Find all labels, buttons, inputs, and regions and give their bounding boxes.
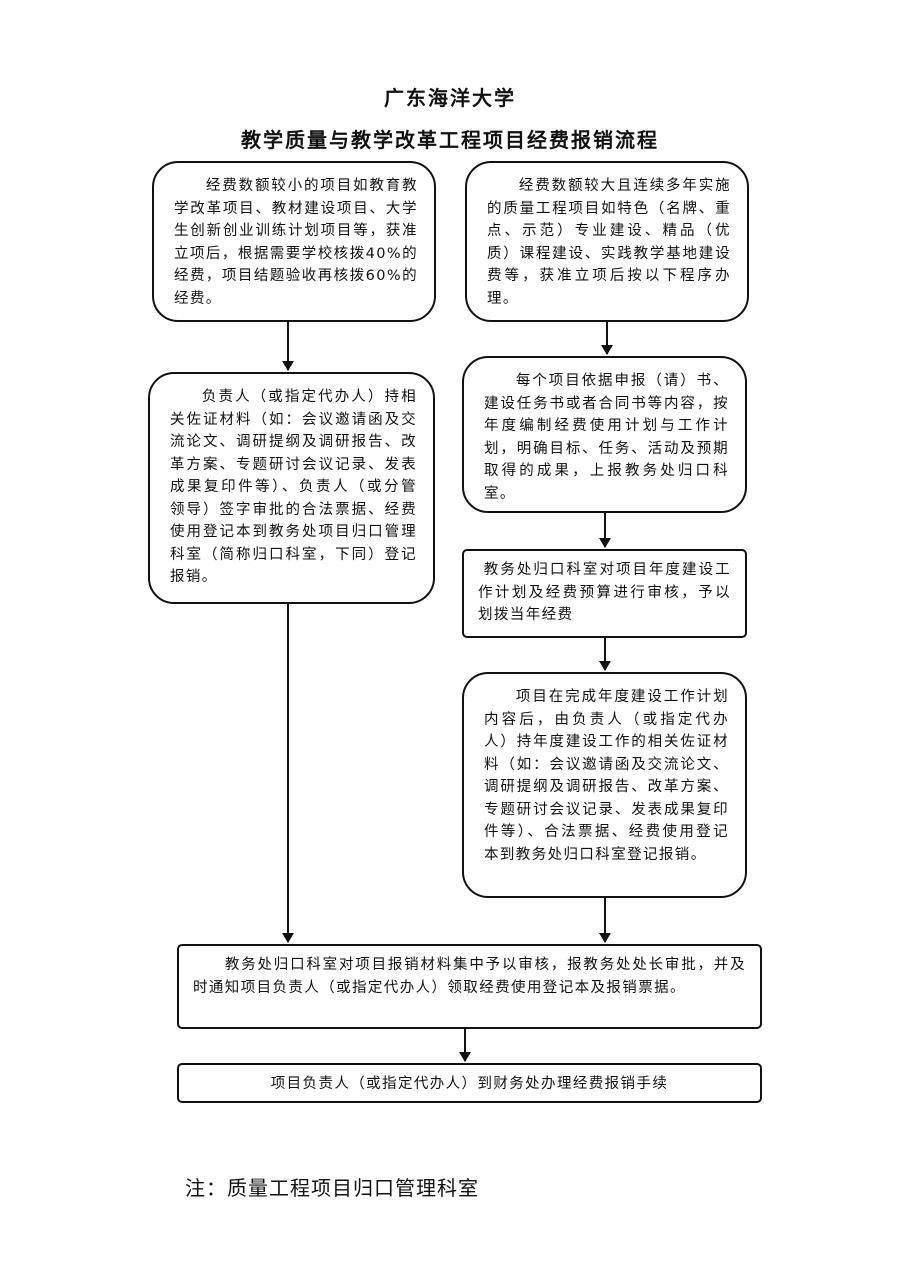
finance-text: 项目负责人（或指定代办人）到财务处办理经费报销手续 [270,1076,669,1092]
small-fund-text: 经费数额较小的项目如教育教学改革项目、教材建设项目、大学生创新创业训练计划项目等… [174,178,418,307]
office-review-box: 教务处归口科室对项目年度建设工作计划及经费预算进行审核，予以划拨当年经费 [462,549,747,638]
footnote: 注：质量工程项目归口管理科室 [185,1176,479,1200]
annual-submit-text: 项目在完成年度建设工作计划内容后，由负责人（或指定代办人）持年度建设工作的相关佐… [484,689,729,863]
central-review-box: 教务处归口科室对项目报销材料集中予以审核，报教务处处长审批，并及时通知项目负责人… [177,944,762,1029]
annual-submit-box: 项目在完成年度建设工作计划内容后，由负责人（或指定代办人）持年度建设工作的相关佐… [462,672,747,898]
office-review-text: 教务处归口科室对项目年度建设工作计划及经费预算进行审核，予以划拨当年经费 [478,562,731,623]
finance-box: 项目负责人（或指定代办人）到财务处办理经费报销手续 [177,1063,762,1103]
page-title: 教学质量与教学改革工程项目经费报销流程 [241,128,659,152]
left-submit-text: 负责人（或指定代办人）持相关佐证材料（如：会议邀请函及交流论文、调研提纲及调研报… [170,389,417,585]
central-review-text: 教务处归口科室对项目报销材料集中予以审核，报教务处处长审批，并及时通知项目负责人… [193,957,746,996]
small-fund-box: 经费数额较小的项目如教育教学改革项目、教材建设项目、大学生创新创业训练计划项目等… [152,161,436,322]
university-name: 广东海洋大学 [384,86,516,110]
left-submit-box: 负责人（或指定代办人）持相关佐证材料（如：会议邀请函及交流论文、调研提纲及调研报… [148,372,435,604]
annual-plan-box: 每个项目依据申报（请）书、建设任务书或者合同书等内容，按年度编制经费使用计划与工… [462,356,747,513]
large-fund-text: 经费数额较大且连续多年实施的质量工程项目如特色（名牌、重点、示范）专业建设、精品… [487,178,731,307]
large-fund-box: 经费数额较大且连续多年实施的质量工程项目如特色（名牌、重点、示范）专业建设、精品… [465,161,749,322]
annual-plan-text: 每个项目依据申报（请）书、建设任务书或者合同书等内容，按年度编制经费使用计划与工… [484,373,729,502]
